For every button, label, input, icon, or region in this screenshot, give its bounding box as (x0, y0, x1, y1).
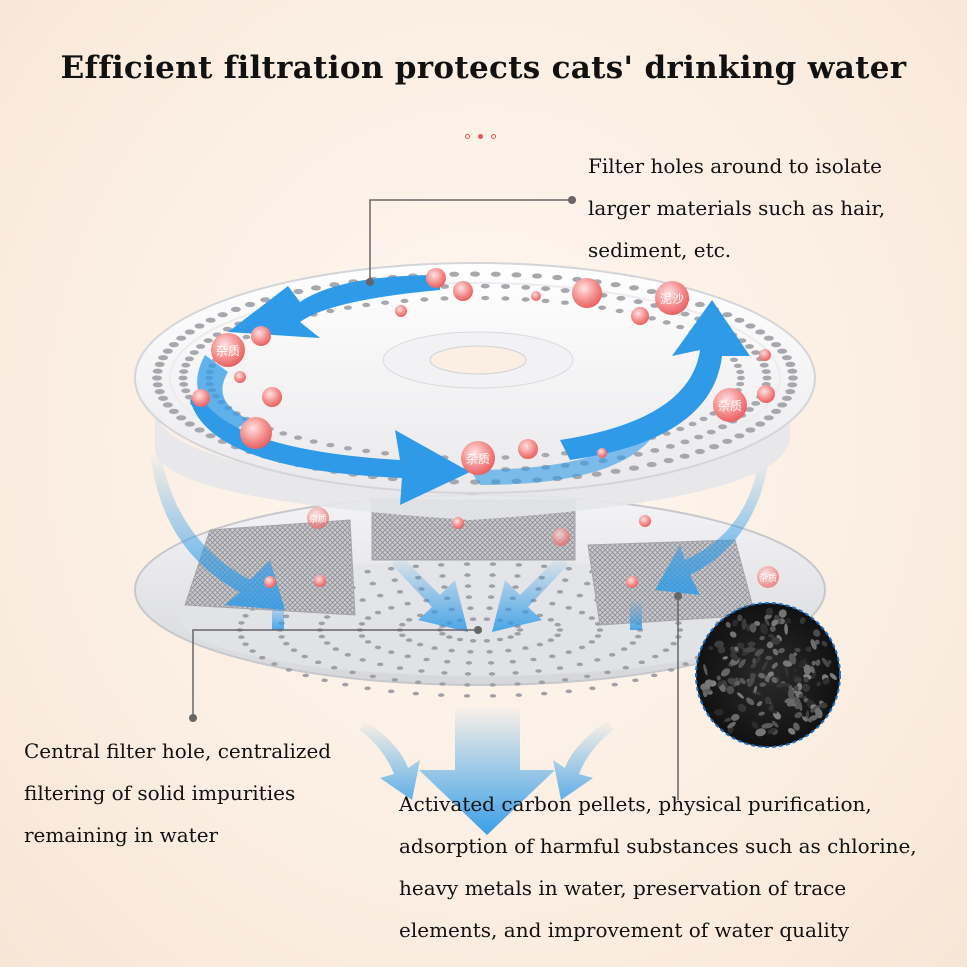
leader-lines (189, 196, 682, 800)
callout-line: elements, and improvement of water quali… (399, 918, 850, 942)
bubble-label: 泥沙 (660, 292, 684, 306)
impurity-bubble (713, 388, 747, 422)
callout-line: sediment, etc. (588, 238, 732, 262)
bubble-label: 杂质 (216, 344, 240, 358)
callout-line: filtering of solid impurities (24, 781, 296, 805)
callout-line: Central filter hole, centralized (24, 739, 332, 763)
decor-dot (465, 134, 470, 139)
flow-arrows-middle (150, 450, 770, 632)
bubble-label: 杂质 (759, 572, 777, 584)
decor-dots (461, 132, 501, 142)
callout-line: adsorption of harmful substances such as… (399, 834, 917, 858)
leader-line-top (369, 199, 572, 282)
callout-filter-holes: Filter holes around to isolate larger ma… (588, 145, 885, 271)
bubble-label: 杂质 (718, 399, 742, 413)
callout-line: remaining in water (24, 823, 219, 847)
callout-line: Filter holes around to isolate (588, 154, 883, 178)
sediment-bubble (655, 281, 689, 315)
callout-central-hole: Central filter hole, centralized filteri… (24, 730, 331, 856)
page-title: Efficient filtration protects cats' drin… (60, 50, 907, 86)
impurity-bubbles: 杂质 杂质 杂质 泥沙 杂质 杂质 (192, 268, 779, 588)
callout-line: heavy metals in water, preservation of t… (399, 876, 847, 900)
decor-dot (491, 134, 496, 139)
impurity-bubble (211, 333, 245, 367)
bubble-label: 杂质 (309, 513, 327, 525)
impurity-bubble (461, 441, 495, 475)
flow-arrows-top (190, 275, 750, 505)
activated-carbon-magnifier (695, 602, 841, 748)
decor-dot (478, 134, 483, 139)
callout-line: larger materials such as hair, (588, 196, 886, 220)
leader-line-left (192, 629, 478, 718)
callout-line: Activated carbon pellets, physical purif… (399, 792, 872, 816)
flow-arrows-bottom (360, 705, 613, 835)
callout-activated-carbon: Activated carbon pellets, physical purif… (399, 783, 917, 951)
bubble-label: 杂质 (466, 452, 490, 466)
